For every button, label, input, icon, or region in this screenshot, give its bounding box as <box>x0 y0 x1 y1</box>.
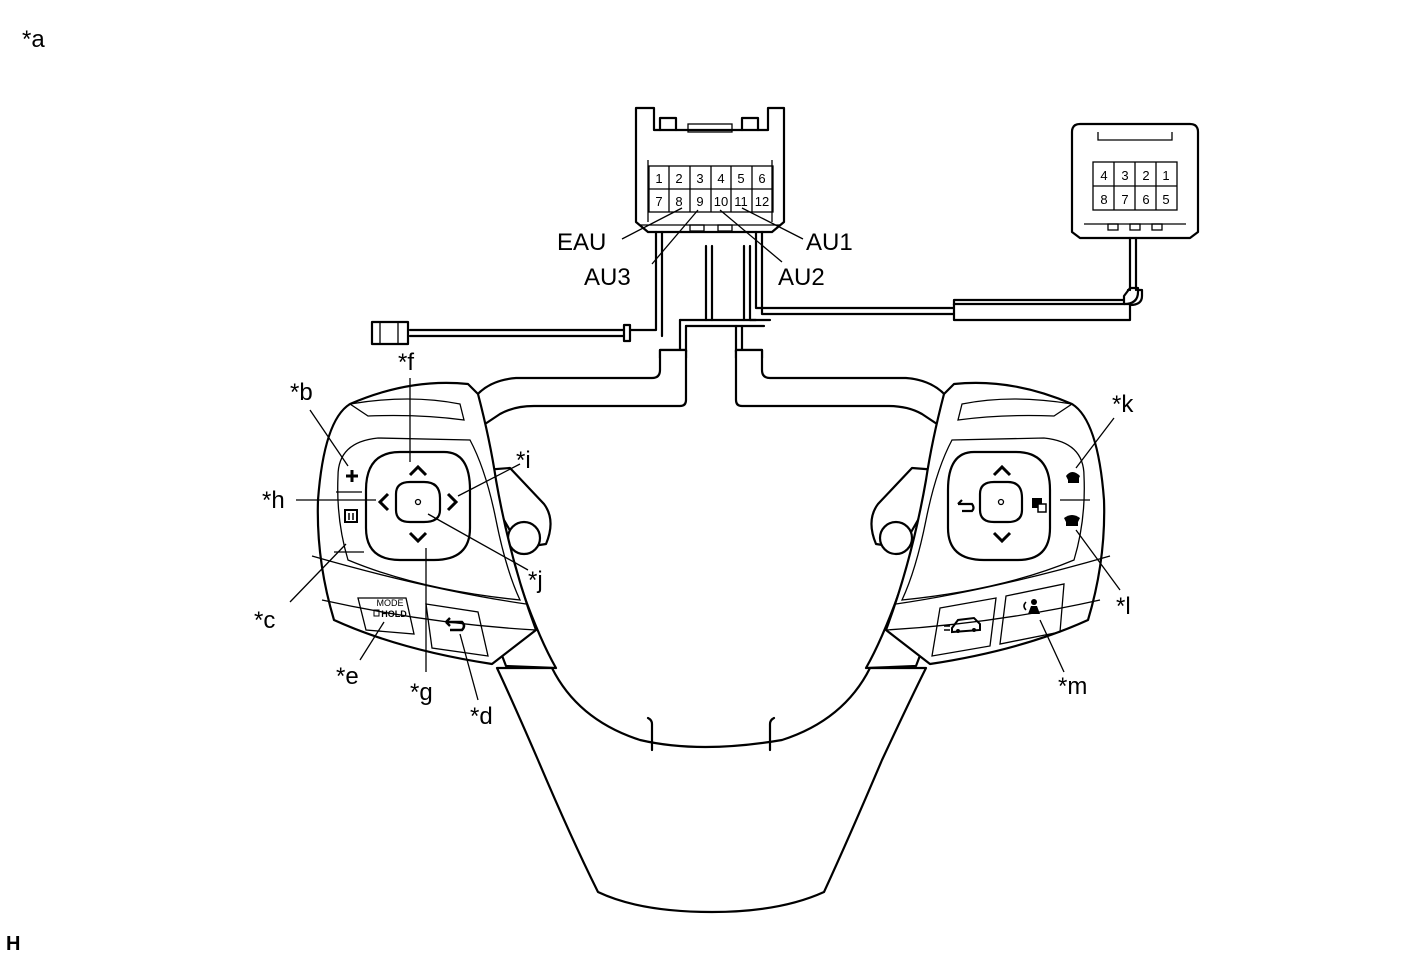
terminal-au3: AU3 <box>584 264 631 291</box>
down-arrow-icon[interactable] <box>992 531 1012 544</box>
car-icon[interactable] <box>944 616 981 634</box>
display-icon[interactable] <box>1032 498 1047 513</box>
pin-s8: 8 <box>1100 192 1107 207</box>
pin-s3: 3 <box>1121 168 1128 183</box>
pin-5: 5 <box>737 171 744 186</box>
return-icon[interactable] <box>957 499 975 513</box>
pin-12: 12 <box>755 194 769 209</box>
pin-s1: 1 <box>1162 168 1169 183</box>
pin-1: 1 <box>655 171 662 186</box>
hold-label: HOLD <box>381 609 407 619</box>
phone-off-hook-icon[interactable] <box>1066 472 1080 483</box>
pin-8: 8 <box>675 194 682 209</box>
display-icon[interactable] <box>344 509 358 523</box>
left-arrow-icon[interactable] <box>377 492 390 512</box>
callout-i: *i <box>516 447 531 474</box>
pin-2: 2 <box>675 171 682 186</box>
steering-wheel <box>311 348 1111 914</box>
up-arrow-icon[interactable] <box>408 464 428 477</box>
pin-s4: 4 <box>1100 168 1107 183</box>
connector-12-pin: 1 2 3 4 5 6 7 8 9 10 11 12 <box>634 106 786 234</box>
terminal-au2: AU2 <box>778 264 825 291</box>
return-icon[interactable] <box>445 617 466 632</box>
pin-9: 9 <box>696 194 703 209</box>
plus-icon[interactable] <box>346 470 358 482</box>
terminal-au1: AU1 <box>806 229 853 256</box>
figure-label: *a <box>22 26 45 53</box>
up-arrow-icon[interactable] <box>992 464 1012 477</box>
pin-11: 11 <box>734 194 748 209</box>
pin-6: 6 <box>758 171 765 186</box>
connector-8-pin: 4 3 2 1 8 7 6 5 <box>1070 122 1200 240</box>
pin-s6: 6 <box>1142 192 1149 207</box>
connector-12-pin-grid <box>648 165 774 213</box>
callout-b: *b <box>290 379 313 406</box>
pin-s7: 7 <box>1121 192 1128 207</box>
callout-l: *l <box>1116 593 1131 620</box>
callout-h: *h <box>262 487 285 514</box>
callout-c: *c <box>254 607 275 634</box>
callout-leaders <box>289 378 1121 701</box>
callout-k: *k <box>1112 391 1134 418</box>
right-arrow-icon[interactable] <box>446 492 459 512</box>
button-icons: MODE HOLD <box>344 464 1080 634</box>
terminal-labels: EAU AU3 AU1 AU2 <box>557 207 853 291</box>
pin-10: 10 <box>714 194 728 209</box>
callout-f: *f <box>398 349 414 376</box>
callout-m: *m <box>1058 673 1087 700</box>
down-arrow-icon[interactable] <box>408 531 428 544</box>
wire-harness <box>370 230 1144 360</box>
terminal-eau: EAU <box>557 229 606 256</box>
pin-3: 3 <box>696 171 703 186</box>
pin-4: 4 <box>717 171 724 186</box>
callout-j: *j <box>528 567 543 594</box>
pin-s2: 2 <box>1142 168 1149 183</box>
mode-label: MODE <box>377 598 404 608</box>
voice-icon[interactable] <box>1023 599 1040 614</box>
diagram-code: H <box>6 933 20 955</box>
pin-7: 7 <box>655 194 662 209</box>
callout-d: *d <box>470 703 493 730</box>
callout-e: *e <box>336 663 359 690</box>
mode-hold-button[interactable]: MODE HOLD <box>373 598 407 619</box>
callout-g: *g <box>410 679 433 706</box>
phone-on-hook-icon[interactable] <box>1064 515 1080 526</box>
pin-s5: 5 <box>1162 192 1169 207</box>
